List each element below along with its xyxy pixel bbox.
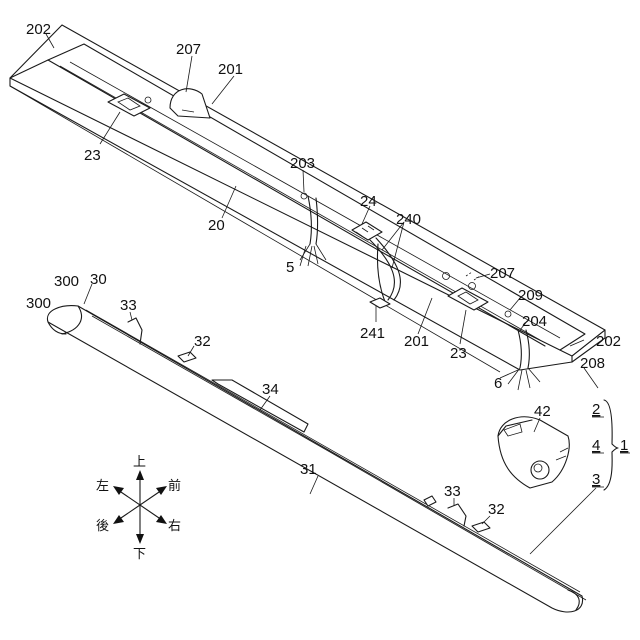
label-208: 208	[580, 355, 605, 372]
label-3: 3	[592, 471, 600, 488]
label-209: 209	[518, 287, 543, 304]
label-32-left: 32	[194, 333, 211, 350]
label-207-top: 207	[176, 41, 201, 58]
label-23-left: 23	[84, 147, 101, 164]
compass-down: 下	[133, 547, 146, 562]
label-240: 240	[396, 211, 421, 228]
label-201-right: 201	[404, 333, 429, 350]
compass-front: 前	[168, 478, 181, 494]
label-31: 31	[300, 461, 317, 478]
label-5: 5	[286, 259, 294, 276]
label-207-right: 207	[490, 265, 515, 282]
wire-bundle-6	[508, 330, 540, 390]
clip-32-left	[178, 352, 196, 362]
label-241: 241	[360, 325, 385, 342]
tab-right	[424, 496, 436, 506]
label-42: 42	[534, 403, 551, 420]
dome-part-207	[170, 89, 210, 118]
compass-left: 左	[96, 479, 109, 494]
clip-32-right	[472, 522, 490, 532]
label-2: 2	[592, 401, 600, 418]
label-201-top: 201	[218, 61, 243, 78]
label-20: 20	[208, 217, 225, 234]
label-6: 6	[494, 375, 502, 392]
compass-up: 上	[133, 455, 146, 470]
label-30: 30	[90, 271, 107, 288]
label-23-right: 23	[450, 345, 467, 362]
label-34: 34	[262, 381, 279, 398]
direction-compass: 上 下 左 右 前 後	[96, 455, 181, 562]
compass-back: 後	[96, 519, 109, 534]
label-300-left: 300	[26, 295, 51, 312]
compass-right: 右	[168, 519, 181, 534]
label-202-top: 202	[26, 21, 51, 38]
label-24: 24	[360, 193, 377, 210]
label-300-top: 300	[54, 273, 79, 290]
label-32-right: 32	[488, 501, 505, 518]
label-1: 1	[620, 437, 628, 454]
sensor-module-4	[498, 417, 569, 488]
label-33-right: 33	[444, 483, 461, 500]
label-4: 4	[592, 437, 600, 454]
label-203: 203	[290, 155, 315, 172]
label-204: 204	[522, 313, 547, 330]
label-202-right: 202	[596, 333, 621, 350]
label-33-left: 33	[120, 297, 137, 314]
group-bracket-1	[604, 400, 618, 490]
